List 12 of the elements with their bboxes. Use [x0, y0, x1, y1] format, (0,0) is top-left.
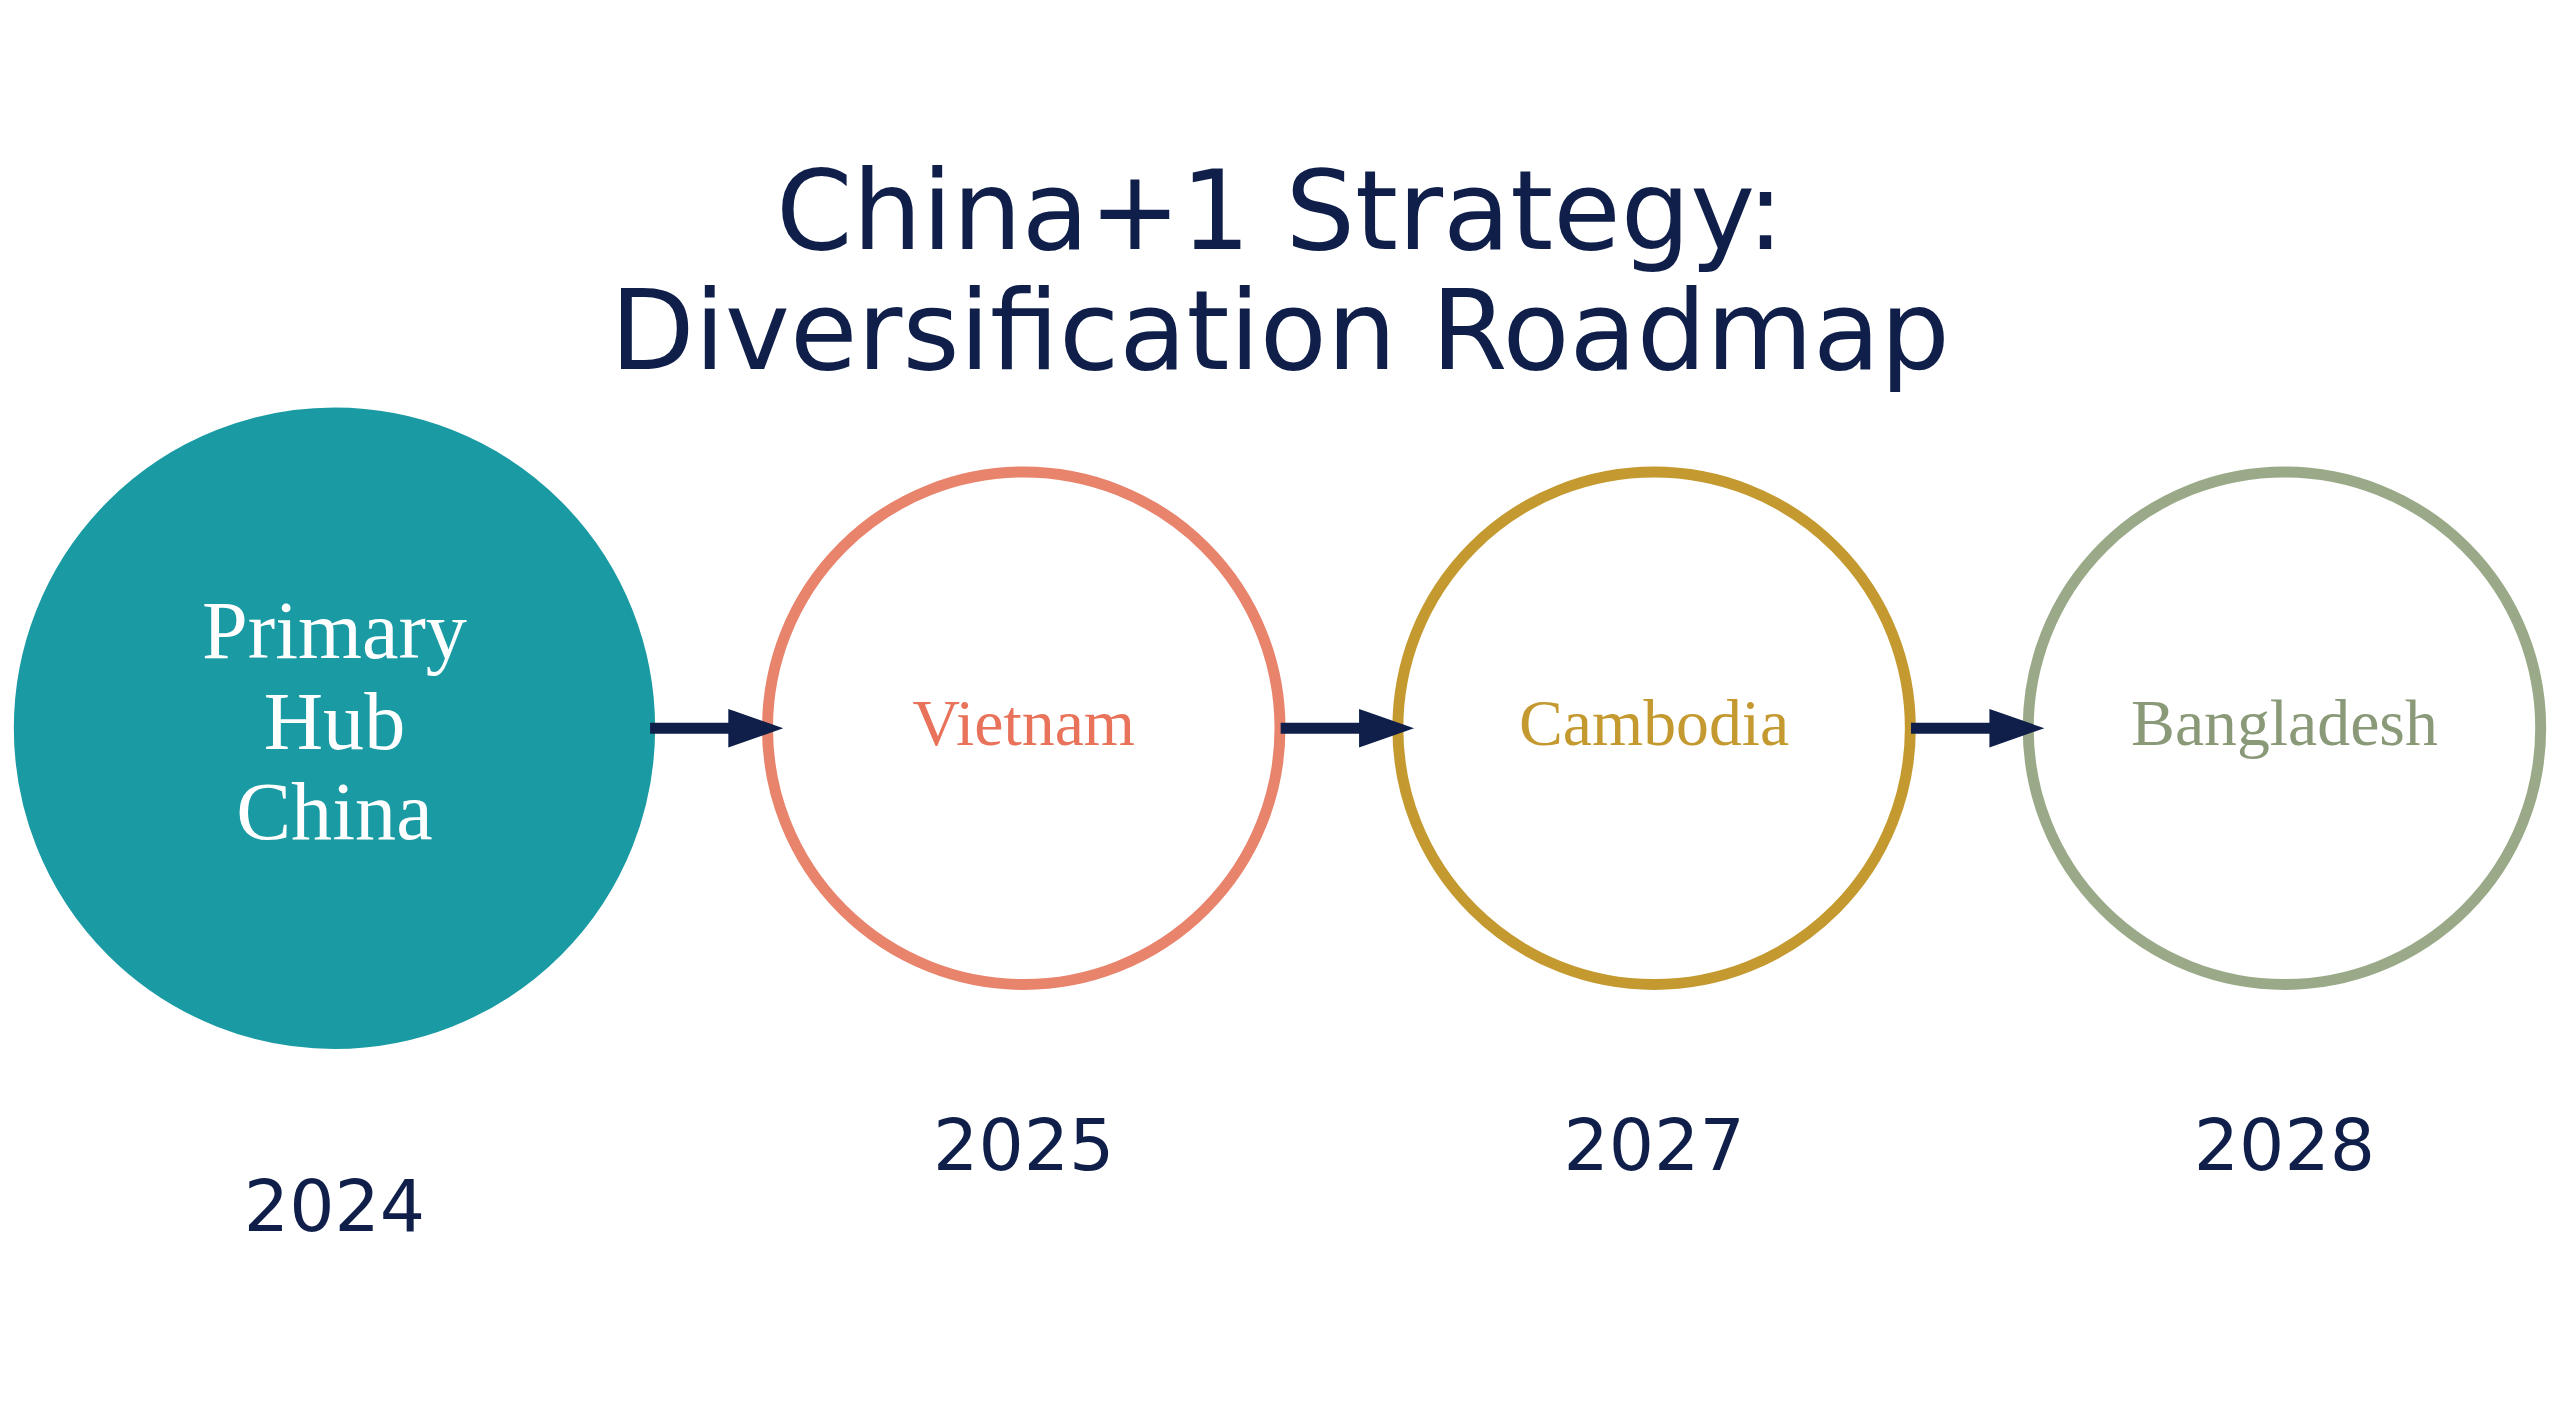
- label: 2024: [243, 1164, 426, 1248]
- label: 2027: [1563, 1104, 1745, 1188]
- node-circle: Vietnam: [762, 466, 1286, 990]
- diagram-title: China+1 Strategy: Diversification Roadmap: [610, 146, 1950, 396]
- node-circle: Primary Hub China: [13, 407, 656, 1049]
- node-circle: Bangladesh: [2022, 466, 2547, 990]
- label: 2028: [2193, 1104, 2376, 1188]
- arrow: [1911, 709, 2045, 748]
- arrow: [1280, 709, 1415, 748]
- node-circle: Cambodia: [1392, 466, 1916, 990]
- label: 2025: [933, 1104, 1115, 1188]
- arrow: [650, 709, 784, 748]
